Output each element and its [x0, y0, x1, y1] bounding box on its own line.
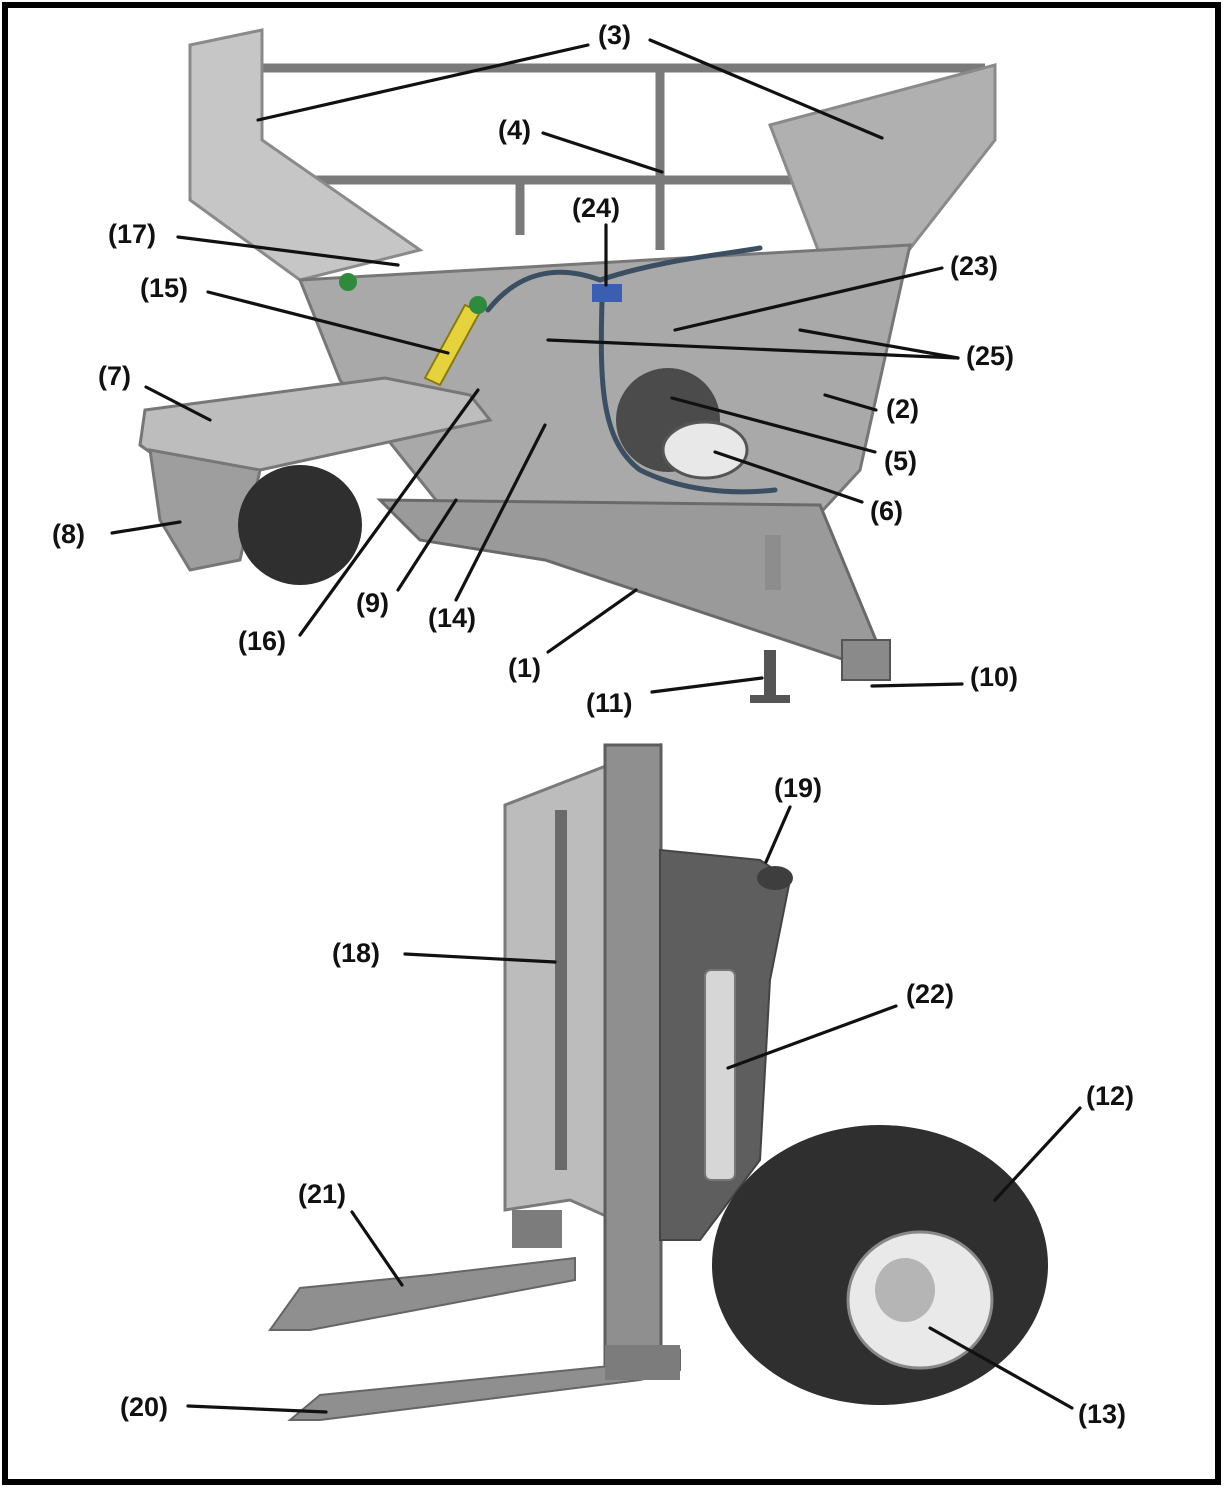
rim-hub — [875, 1258, 935, 1322]
callout-19: (19) — [774, 773, 822, 803]
hydraulic-hose-return — [598, 297, 778, 495]
leader-6 — [713, 450, 864, 504]
leader-22 — [726, 1004, 898, 1070]
rear-leg — [765, 535, 781, 590]
leader-20 — [186, 1404, 328, 1414]
callout-16: (16) — [238, 626, 286, 656]
green-valve-a — [339, 273, 357, 291]
callout-11: (11) — [586, 688, 633, 718]
callout-13: (13) — [1078, 1399, 1126, 1429]
leader-25b — [798, 328, 960, 360]
leader-3a — [256, 43, 590, 122]
leader-2 — [823, 393, 878, 412]
leader-17 — [176, 235, 400, 267]
leader-18 — [403, 952, 557, 964]
fork-mast — [603, 743, 663, 1367]
callout-6: (6) — [870, 496, 903, 526]
jack-stand — [764, 650, 776, 700]
spout-lower-panel — [148, 448, 262, 572]
callout-22: (22) — [906, 979, 954, 1009]
arm-cylinder — [704, 969, 736, 1181]
hydraulic-hose — [485, 245, 763, 313]
callout-20: (20) — [120, 1392, 168, 1422]
leader-9 — [396, 498, 458, 592]
leader-8 — [110, 520, 182, 535]
gearbox — [661, 420, 749, 480]
callout-17: (17) — [108, 219, 156, 249]
callout-24: (24) — [572, 193, 620, 223]
leader-15 — [206, 290, 450, 355]
callout-23: (23) — [950, 251, 998, 281]
leader-10 — [870, 682, 964, 688]
grain-cart-illustration — [138, 28, 997, 703]
leader-lines — [110, 38, 1082, 1414]
leader-1 — [546, 588, 638, 654]
callout-7: (7) — [98, 361, 131, 391]
green-valve-b — [469, 296, 487, 314]
callout-25: (25) — [966, 341, 1014, 371]
pivot-pin — [757, 866, 793, 890]
rear-fork-stub — [512, 1210, 562, 1248]
callout-9: (9) — [356, 588, 389, 618]
cart-left-wheel — [238, 465, 362, 585]
callout-5: (5) — [884, 446, 917, 476]
blue-valve — [592, 284, 622, 302]
callout-4: (4) — [498, 115, 531, 145]
callout-2: (2) — [886, 394, 919, 424]
leader-21 — [350, 1210, 404, 1287]
leader-11 — [650, 676, 764, 694]
leader-25a — [546, 338, 960, 360]
leader-14 — [454, 423, 547, 602]
leader-13 — [928, 1326, 1074, 1410]
callout-labels: (3) (4) (24) (17) (23) (15) (25) (7) (2)… — [52, 20, 1134, 1429]
callout-18: (18) — [332, 938, 380, 968]
callout-3: (3) — [598, 20, 631, 50]
callout-21: (21) — [298, 1179, 346, 1209]
leader-4 — [541, 131, 664, 174]
leader-5 — [670, 396, 877, 454]
hitch — [841, 639, 891, 681]
callout-8: (8) — [52, 519, 85, 549]
callout-15: (15) — [140, 273, 188, 303]
fork-attachment-illustration — [268, 742, 1048, 1421]
jack-foot — [750, 695, 790, 703]
leader-16 — [298, 388, 480, 637]
upper-fork — [268, 1256, 576, 1331]
plate-slot — [555, 810, 567, 1170]
leader-12 — [993, 1106, 1082, 1202]
leader-7 — [144, 385, 212, 422]
left-side-extension — [188, 28, 424, 282]
callout-12: (12) — [1086, 1081, 1134, 1111]
auger-spout — [138, 376, 493, 472]
right-side-extension — [768, 63, 997, 257]
callout-10: (10) — [970, 662, 1018, 692]
leader-3b — [648, 38, 884, 140]
callout-14: (14) — [428, 603, 476, 633]
callout-1: (1) — [508, 653, 541, 683]
fork-heel — [605, 1345, 680, 1380]
leader-23 — [673, 266, 944, 332]
leader-19 — [764, 805, 792, 864]
